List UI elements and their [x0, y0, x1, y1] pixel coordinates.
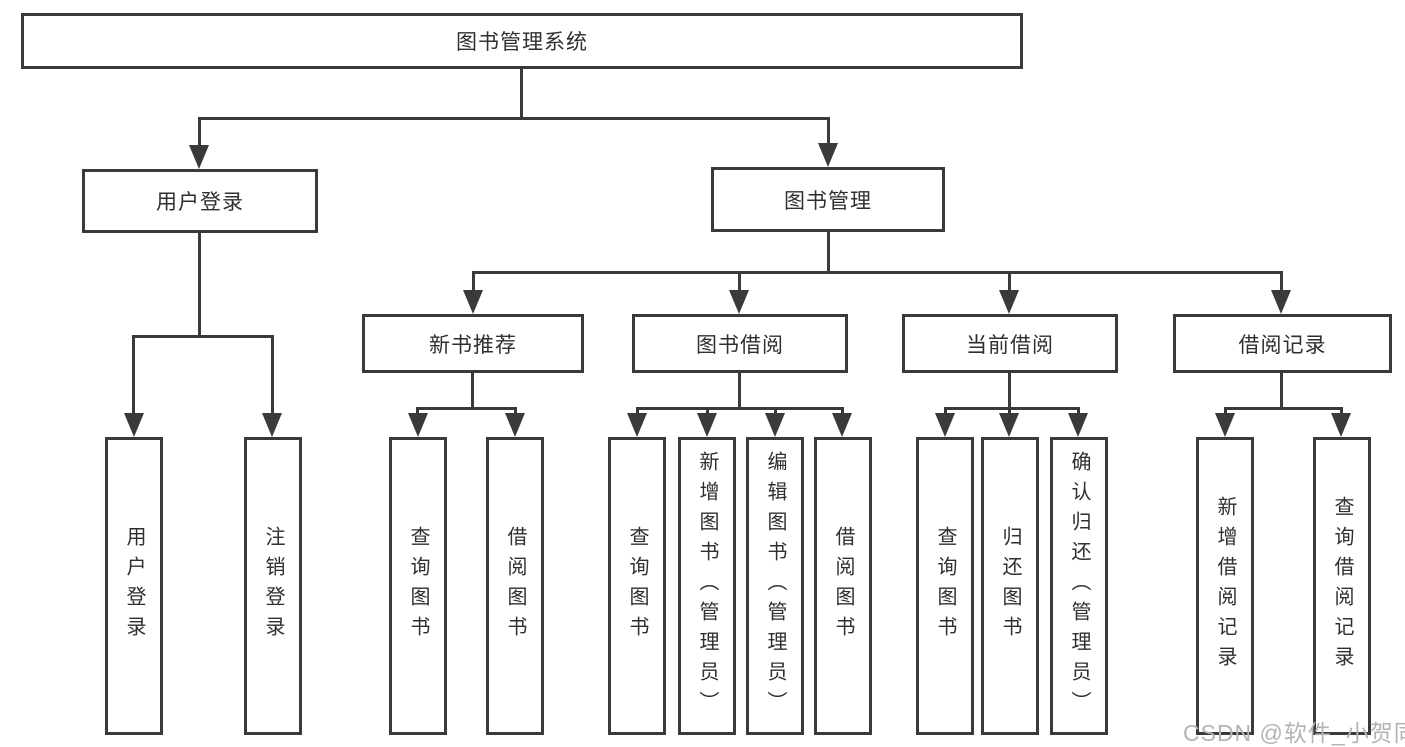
connector-hline — [1224, 407, 1343, 410]
connector-vline — [738, 271, 741, 294]
connector-vline — [198, 233, 201, 335]
connector-vline — [1224, 407, 1227, 416]
arrow-down-icon — [1331, 413, 1351, 437]
arrow-down-icon — [262, 413, 282, 437]
connector-vline — [827, 232, 830, 271]
node-leaf-borrow-book: 借阅图书 — [814, 437, 872, 735]
connector-vline — [471, 371, 474, 410]
connector-vline — [636, 407, 639, 416]
arrow-down-icon — [832, 413, 852, 437]
node-current-borrowing: 当前借阅 — [902, 314, 1118, 373]
arrow-down-icon — [1271, 290, 1291, 314]
node-leaf-logout: 注销登录 — [244, 437, 302, 735]
node-leaf-return-book: 归还图书 — [981, 437, 1039, 735]
node-leaf-query-book: 查询图书 — [608, 437, 666, 735]
connector-vline — [738, 371, 741, 410]
arrow-down-icon — [1068, 413, 1088, 437]
csdn-watermark: CSDN @软件_小贺同学 — [1183, 720, 1405, 746]
connector-vline — [514, 407, 517, 416]
node-new-book-recommend: 新书推荐 — [362, 314, 584, 373]
node-leaf-query-book-current: 查询图书 — [916, 437, 974, 735]
connector-vline — [271, 335, 274, 417]
node-leaf-query-book-recommend: 查询图书 — [389, 437, 447, 735]
node-leaf-borrow-book-recommend: 借阅图书 — [486, 437, 544, 735]
connector-hline — [472, 271, 1283, 274]
arrow-down-icon — [627, 413, 647, 437]
node-leaf-add-borrow-record: 新增借阅记录 — [1196, 437, 1254, 735]
connector-hline — [416, 407, 517, 410]
connector-vline — [706, 407, 709, 416]
connector-hline — [944, 407, 1080, 410]
connector-vline — [132, 335, 135, 417]
connector-vline — [841, 407, 844, 416]
connector-vline — [1340, 407, 1343, 416]
arrow-down-icon — [408, 413, 428, 437]
connector-vline — [827, 117, 830, 147]
node-leaf-edit-book-admin: 编辑图书（管理员） — [746, 437, 804, 735]
arrow-down-icon — [505, 413, 525, 437]
connector-vline — [774, 407, 777, 416]
node-leaf-confirm-return-admin: 确认归还（管理员） — [1050, 437, 1108, 735]
connector-vline — [520, 68, 523, 117]
node-borrowing-records: 借阅记录 — [1173, 314, 1392, 373]
arrow-down-icon — [124, 413, 144, 437]
connector-vline — [1008, 271, 1011, 294]
node-library-management-system: 图书管理系统 — [21, 13, 1023, 69]
connector-vline — [472, 271, 475, 294]
connector-vline — [1008, 407, 1011, 416]
connector-vline — [198, 117, 201, 149]
connector-vline — [416, 407, 419, 416]
connector-hline — [636, 407, 844, 410]
arrow-down-icon — [1215, 413, 1235, 437]
arrow-down-icon — [765, 413, 785, 437]
connector-vline — [1280, 371, 1283, 410]
connector-vline — [944, 407, 947, 416]
node-leaf-query-borrow-record: 查询借阅记录 — [1313, 437, 1371, 735]
connector-hline — [132, 335, 274, 338]
arrow-down-icon — [697, 413, 717, 437]
node-book-management: 图书管理 — [711, 167, 945, 232]
connector-vline — [1008, 371, 1011, 410]
connector-hline — [198, 117, 830, 120]
node-leaf-add-book-admin: 新增图书（管理员） — [678, 437, 736, 735]
arrow-down-icon — [999, 413, 1019, 437]
arrow-down-icon — [818, 143, 838, 167]
arrow-down-icon — [999, 290, 1019, 314]
connector-vline — [1077, 407, 1080, 416]
node-book-borrowing: 图书借阅 — [632, 314, 848, 373]
arrow-down-icon — [935, 413, 955, 437]
connector-vline — [1280, 271, 1283, 294]
arrow-down-icon — [729, 290, 749, 314]
arrow-down-icon — [189, 145, 209, 169]
node-leaf-user-login: 用户登录 — [105, 437, 163, 735]
node-user-login: 用户登录 — [82, 169, 318, 233]
arrow-down-icon — [463, 290, 483, 314]
